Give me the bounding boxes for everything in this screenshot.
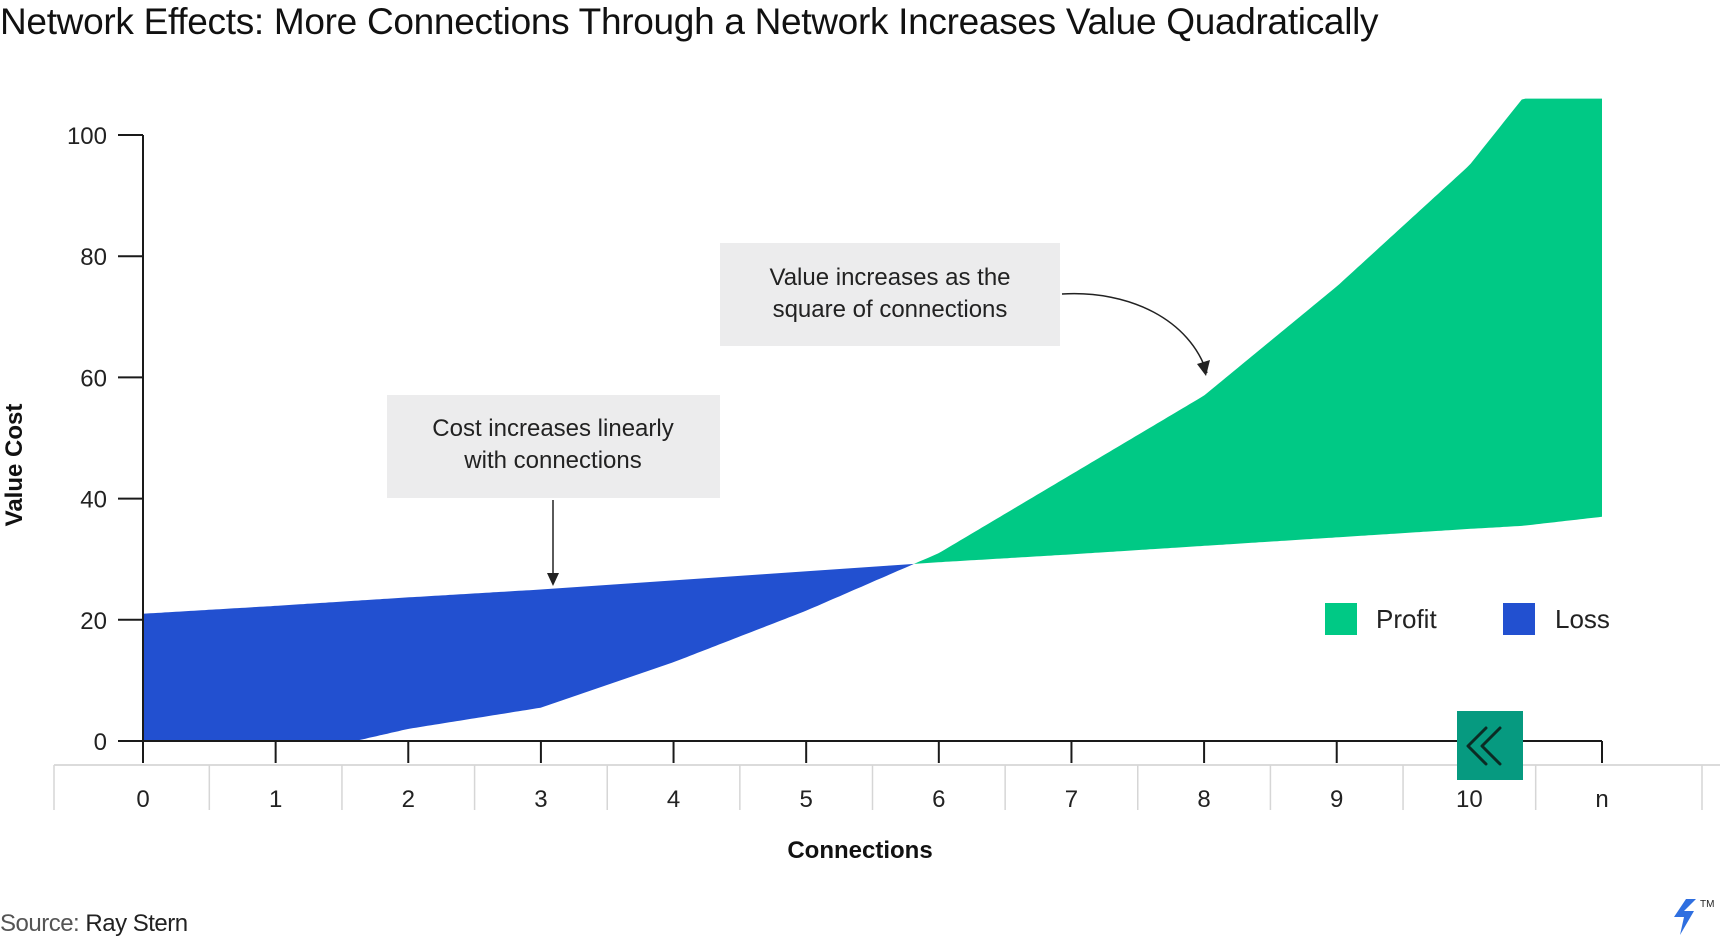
- legend: Profit Loss: [1325, 603, 1610, 635]
- callout-cost-arrowhead: [547, 573, 559, 586]
- x-axis-label: Connections: [787, 837, 932, 864]
- chart-title: Network Effects: More Connections Throug…: [0, 1, 1379, 42]
- y-tick-label: 100: [67, 123, 107, 150]
- legend-loss-swatch: [1503, 603, 1535, 635]
- y-tick-label: 60: [80, 365, 107, 392]
- callout-value-box: [720, 243, 1060, 346]
- source-credit: Source: Ray Stern: [0, 910, 188, 938]
- y-axis-label: Value Cost: [1, 404, 28, 527]
- callout-value: Value increases as the square of connect…: [720, 243, 1210, 376]
- x-tick-label: 7: [1065, 786, 1078, 813]
- source-label: Source:: [0, 910, 80, 937]
- x-tick-label: 9: [1330, 786, 1343, 813]
- x-tick-label: 4: [667, 786, 680, 813]
- x-tick-label: 1: [269, 786, 282, 813]
- profit-area: [913, 98, 1602, 564]
- brand-trademark: TM: [1700, 899, 1714, 910]
- callout-cost-line2: with connections: [463, 447, 641, 474]
- callout-value-arrow: [1061, 292, 1208, 374]
- legend-profit-swatch: [1325, 603, 1357, 635]
- x-tick-label: 8: [1197, 786, 1210, 813]
- x-tick-label: 10: [1456, 786, 1483, 813]
- axis-break-marker: [1457, 711, 1523, 780]
- y-tick-label: 20: [80, 608, 107, 635]
- legend-loss-label: Loss: [1555, 604, 1610, 634]
- source-name: Ray Stern: [85, 910, 188, 937]
- y-tick-label: 0: [94, 729, 107, 756]
- y-tick-label: 80: [80, 244, 107, 271]
- callout-cost-box: [387, 395, 720, 498]
- x-tick-label: 3: [534, 786, 547, 813]
- callout-cost: Cost increases linearly with connections: [387, 395, 720, 586]
- callout-value-arrowhead: [1197, 360, 1210, 376]
- x-tick-label: 5: [800, 786, 813, 813]
- y-tick-label: 40: [80, 487, 107, 514]
- toptal-logo-icon: TM: [1674, 899, 1714, 935]
- loss-area: [143, 563, 914, 741]
- x-tick-label: 2: [402, 786, 415, 813]
- x-tick-label: n: [1595, 786, 1608, 813]
- double-chevron-left-icon: [1466, 726, 1502, 766]
- x-tick-label: 0: [136, 786, 149, 813]
- legend-profit-label: Profit: [1376, 604, 1437, 634]
- x-axis-ticks: 0 1 2 3 4 5 6 7 8 9 10 n: [53, 741, 1703, 813]
- x-tick-label: 6: [932, 786, 945, 813]
- y-axis-ticks: 0 20 40 60 80 100: [67, 123, 143, 756]
- callout-value-line2: square of connections: [773, 296, 1008, 323]
- callout-cost-line1: Cost increases linearly: [432, 415, 673, 442]
- network-effects-chart: 0 20 40 60 80 100 Value Cost 0 1 2 3 4 5 6 7 8 9 10 n Co…: [1, 98, 1720, 864]
- callout-value-line1: Value increases as the: [769, 264, 1010, 291]
